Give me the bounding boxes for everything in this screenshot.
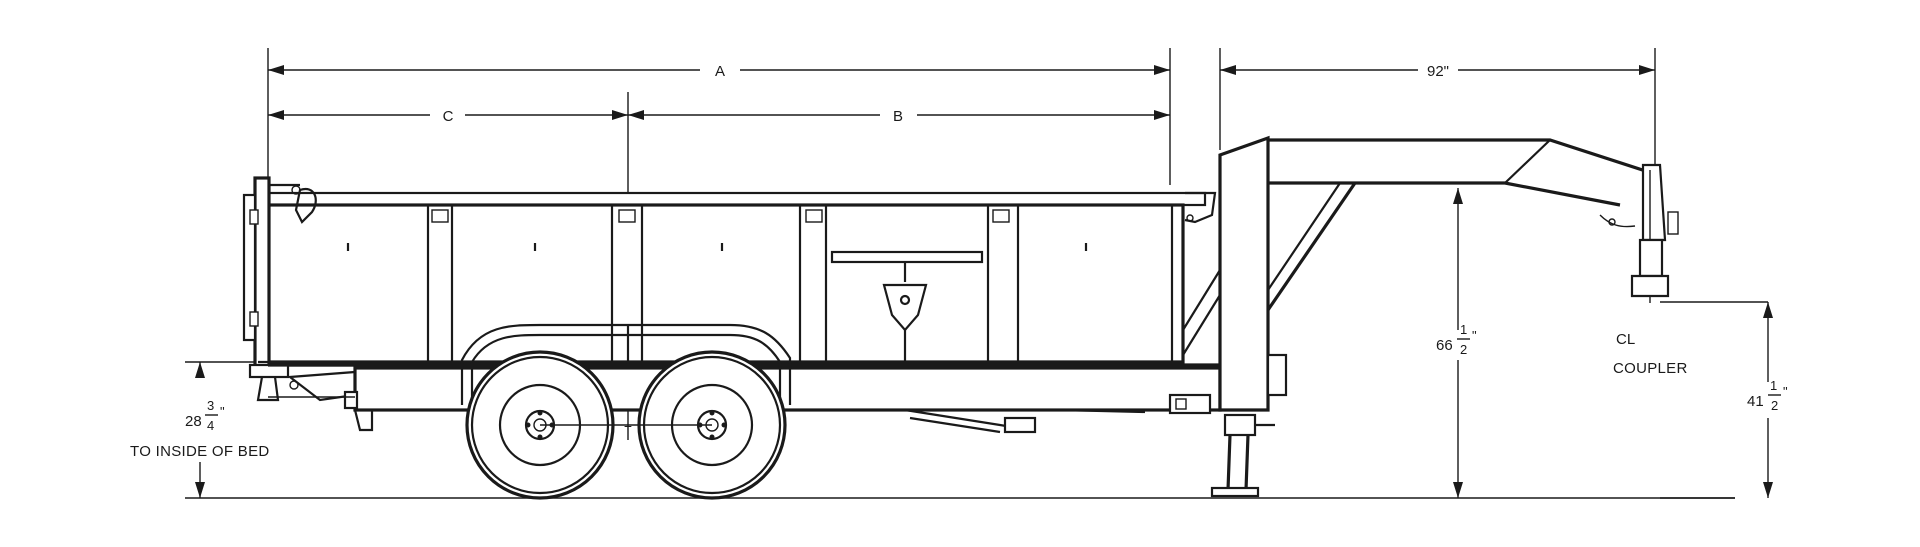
bed-height-whole: 28	[185, 413, 202, 430]
bed-height-note: TO INSIDE OF BED	[130, 443, 270, 460]
dimension-neck-length-label: 92"	[1427, 63, 1449, 80]
overall-height-numerator: 1	[1460, 322, 1467, 337]
dimension-coupler-height: 41 1 2 "	[1660, 302, 1788, 499]
dimension-b-label: B	[893, 108, 903, 125]
bed-height-numerator: 3	[207, 398, 214, 413]
dump-bed	[263, 191, 1217, 367]
coupler-height-unit: "	[1783, 384, 1788, 399]
rear-gate	[242, 176, 317, 402]
overall-height-whole: 66	[1436, 337, 1453, 354]
overall-height-unit: "	[1472, 328, 1477, 343]
hydraulic-hoist	[904, 393, 1212, 434]
dimension-a-label: A	[715, 63, 725, 80]
dimension-overall-height: 66 1 2 "	[1436, 188, 1477, 498]
dimension-b: B	[628, 108, 1170, 125]
coupler-centerline-note: CL COUPLER	[1613, 301, 1768, 377]
dimension-bed-height: 28 3 4 " TO INSIDE OF BED	[130, 361, 270, 498]
coupler-height-numerator: 1	[1770, 378, 1777, 393]
bed-height-unit: "	[220, 404, 225, 419]
dimension-neck-length: 92"	[1219, 48, 1656, 175]
gooseneck	[1182, 135, 1679, 412]
axle-center-mark: +	[624, 418, 632, 434]
coupler-height-denominator: 2	[1771, 398, 1778, 413]
bed-height-denominator: 4	[207, 418, 214, 433]
dimension-a: A	[267, 48, 1171, 190]
overall-height-denominator: 2	[1460, 342, 1467, 357]
centerline-symbol: CL	[1616, 331, 1635, 348]
dimension-c-label: C	[443, 108, 454, 125]
coupler-label: COUPLER	[1613, 360, 1688, 377]
coupler-height-whole: 41	[1747, 393, 1764, 410]
fender	[460, 323, 792, 405]
landing-jack	[1210, 413, 1275, 498]
dimension-c: C	[268, 108, 628, 125]
